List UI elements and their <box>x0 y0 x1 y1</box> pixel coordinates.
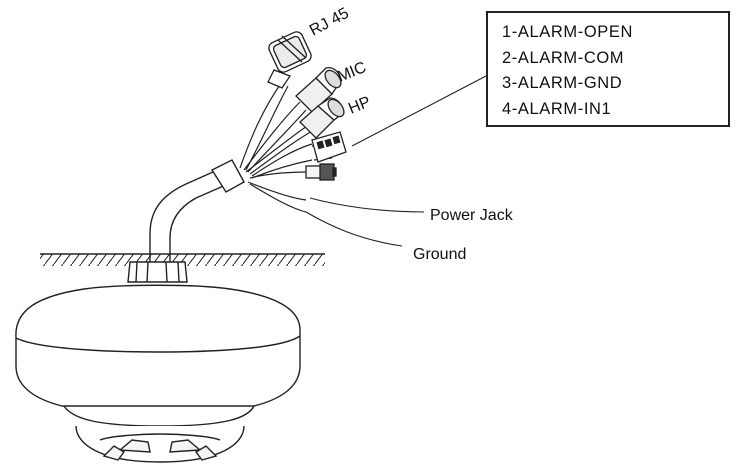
dome-camera <box>15 261 301 463</box>
power-jack-connector <box>305 163 337 181</box>
ground-label: Ground <box>413 246 466 263</box>
rj45-connector <box>267 31 312 89</box>
alarm-pin-2: 2-ALARM-COM <box>502 48 625 67</box>
power-jack-label: Power Jack <box>430 207 514 224</box>
alarm-terminal-block <box>311 131 347 163</box>
cable-bundle <box>239 81 333 213</box>
alarm-pin-legend: 1-ALARM-OPEN 2-ALARM-COM 3-ALARM-GND 4-A… <box>486 11 730 127</box>
alarm-pin-1: 1-ALARM-OPEN <box>502 23 633 41</box>
mic-connector <box>295 67 342 113</box>
hp-label: HP <box>346 94 373 118</box>
ceiling <box>40 253 325 266</box>
cable-conduit <box>149 159 245 262</box>
rj45-label: RJ 45 <box>307 5 352 40</box>
alarm-pin-3: 3-ALARM-GND <box>502 74 623 92</box>
mic-label: MIC <box>335 59 369 86</box>
leader-lines <box>305 75 487 247</box>
hp-connector <box>299 97 345 139</box>
alarm-pin-4: 4-ALARM-IN1 <box>502 99 612 118</box>
